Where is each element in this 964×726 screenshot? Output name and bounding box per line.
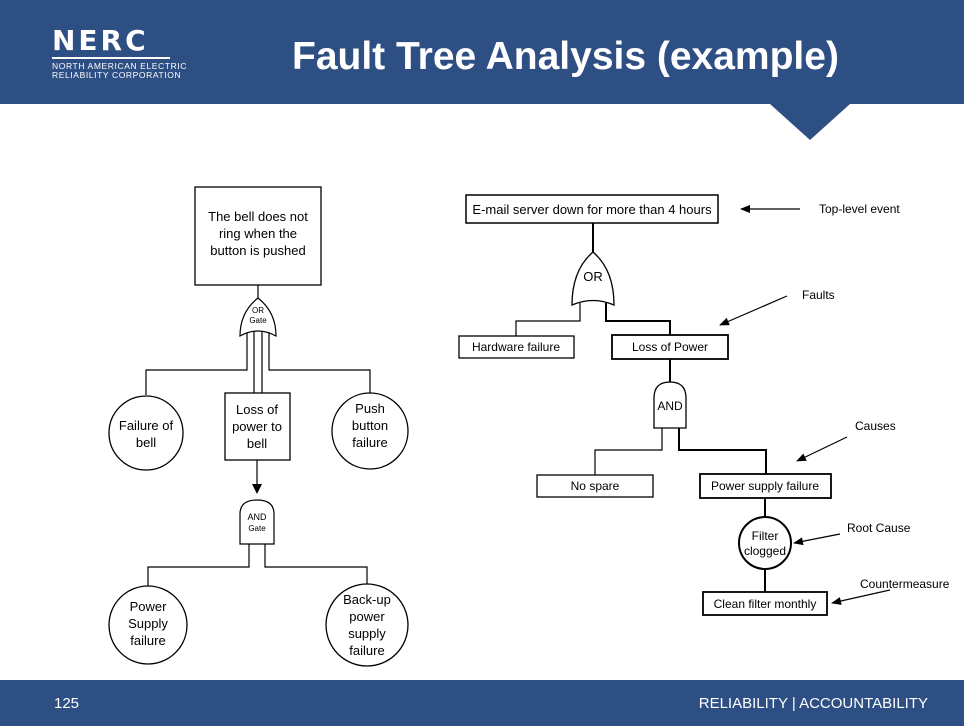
slide-title: Fault Tree Analysis (example) — [292, 35, 839, 78]
left-loss-power-line-3: bell — [247, 436, 267, 451]
right-top-event-label: E-mail server down for more than 4 hours — [472, 202, 712, 217]
right-hardware-failure-label: Hardware failure — [472, 340, 560, 354]
left-loss-power-box — [224, 392, 291, 461]
left-power-supply-line-1: Power — [130, 599, 168, 614]
right-filter-clogged-circle — [738, 516, 792, 570]
right-hardware-failure-box — [458, 335, 575, 359]
arrow-faults — [719, 295, 788, 326]
left-and-gate-shape — [239, 499, 275, 545]
right-clean-filter-label: Clean filter monthly — [714, 597, 817, 611]
left-power-supply-line-2: Supply — [128, 616, 168, 631]
left-branch-push-button — [268, 333, 371, 393]
left-down-arrow — [252, 484, 262, 494]
left-backup-circle — [325, 583, 409, 667]
arrow-root-cause — [793, 533, 841, 546]
footer-tagline: RELIABILITY | ACCOUNTABILITY — [698, 695, 928, 712]
left-loss-power-line-2: power to — [232, 419, 282, 434]
right-and-gate-shape — [653, 381, 687, 429]
left-fault-tree: The bell does not ring when the button i… — [108, 186, 409, 667]
annotation-top-level: Top-level event — [819, 202, 900, 216]
right-filter-line-1: Filter — [752, 529, 779, 543]
left-top-event-line-2: ring when the — [219, 226, 297, 241]
annotation-root-cause: Root Cause — [847, 521, 911, 535]
annotation-causes: Causes — [855, 419, 896, 433]
arrow-causes — [796, 436, 848, 462]
right-branch-hardware — [515, 303, 581, 336]
left-failure-bell-circle — [108, 395, 184, 471]
left-backup-line-2: power — [349, 609, 385, 624]
arrow-countermeasure — [831, 589, 891, 605]
right-psu-failure-box — [699, 473, 832, 499]
right-branch-loss-power — [605, 303, 671, 335]
left-top-event-line-1: The bell does not — [208, 209, 308, 224]
left-power-supply-line-3: failure — [130, 633, 165, 648]
annotation-faults: Faults — [802, 288, 835, 302]
right-psu-failure-label: Power supply failure — [711, 479, 819, 493]
left-push-button-circle — [331, 392, 409, 470]
left-and-gate-label: AND — [247, 512, 267, 522]
right-no-spare-box — [536, 474, 654, 498]
right-or-gate-label: OR — [583, 269, 603, 284]
right-top-event-box — [465, 194, 719, 224]
right-or-gate-shape — [571, 251, 615, 306]
left-or-gate-shape — [239, 297, 277, 338]
logo-subtitle-line-2: RELIABILITY CORPORATION — [52, 70, 182, 80]
left-or-gate-label: OR — [252, 306, 264, 315]
logo-wordmark: NERC — [52, 24, 149, 57]
right-and-gate-label: AND — [657, 399, 683, 413]
fault-tree-diagrams: The bell does not ring when the button i… — [108, 186, 950, 667]
left-backup-line-4: failure — [349, 643, 384, 658]
right-branch-no-spare — [594, 428, 663, 475]
footer-bar: 125 RELIABILITY | ACCOUNTABILITY — [0, 680, 964, 726]
right-filter-line-2: clogged — [744, 544, 786, 558]
left-power-supply-circle — [108, 585, 188, 665]
left-push-button-line-3: failure — [352, 435, 387, 450]
page-number: 125 — [54, 695, 80, 712]
left-branch-failure-bell — [145, 333, 248, 395]
annotations: Top-level event Faults Causes Root Cause… — [719, 202, 950, 605]
left-top-event-line-3: button is pushed — [210, 243, 305, 258]
left-loss-power-line-1: Loss of — [236, 402, 278, 417]
left-or-gate-sublabel: Gate — [249, 316, 267, 325]
left-top-event-box — [194, 186, 322, 286]
nerc-logo: NERC NORTH AMERICAN ELECTRIC RELIABILITY… — [52, 27, 187, 80]
right-no-spare-label: No spare — [571, 479, 620, 493]
left-failure-bell-line-2: bell — [136, 435, 156, 450]
header-notch — [770, 104, 850, 140]
left-failure-bell-line-1: Failure of — [119, 418, 174, 433]
left-and-gate-sublabel: Gate — [248, 524, 266, 533]
right-fault-tree: E-mail server down for more than 4 hours… — [458, 194, 832, 616]
left-backup-line-3: supply — [348, 626, 386, 641]
logo-underline — [52, 57, 170, 59]
right-clean-filter-box — [702, 591, 828, 616]
left-push-button-line-1: Push — [355, 401, 385, 416]
right-branch-psu — [678, 428, 767, 474]
left-push-button-line-2: button — [352, 418, 388, 433]
header-bar: NERC NORTH AMERICAN ELECTRIC RELIABILITY… — [0, 0, 964, 104]
left-branch-power-supply — [147, 544, 250, 587]
annotation-countermeasure: Countermeasure — [860, 577, 950, 591]
right-loss-power-label: Loss of Power — [632, 340, 708, 354]
left-backup-line-1: Back-up — [343, 592, 391, 607]
left-branch-backup — [264, 544, 368, 585]
logo-subtitle-line-1: NORTH AMERICAN ELECTRIC — [52, 61, 188, 71]
